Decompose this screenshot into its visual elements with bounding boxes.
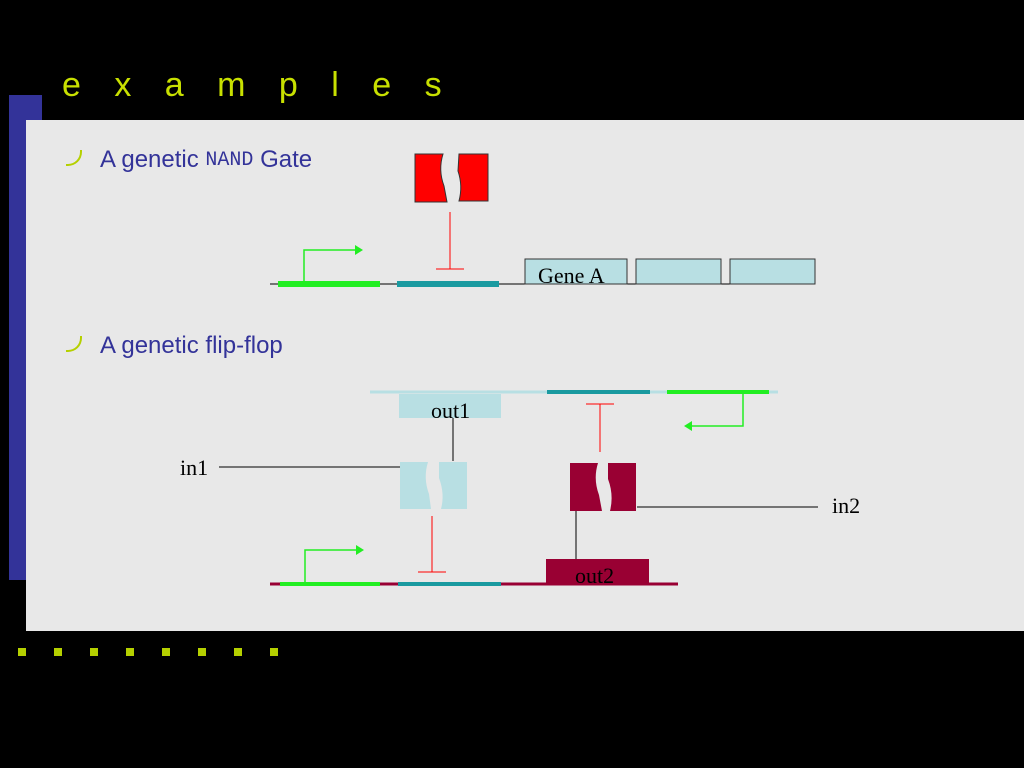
in1-label: in1	[180, 455, 208, 480]
repressor1-right	[439, 462, 467, 509]
nand-code-text: NAND	[205, 148, 254, 172]
dot	[162, 648, 170, 656]
out1-label: out1	[431, 398, 470, 423]
out1-gene-box	[399, 394, 501, 418]
dot	[270, 648, 278, 656]
dot	[198, 648, 206, 656]
gene-box-3	[729, 258, 816, 285]
in2-label: in2	[832, 493, 860, 518]
bottom-promoter-segment	[280, 582, 380, 586]
gene-box-2	[635, 258, 722, 285]
dot	[18, 648, 26, 656]
decorative-dots	[18, 648, 278, 656]
bottom-promoter-arrow-head	[356, 545, 364, 555]
repressor2-left	[570, 463, 602, 511]
out2-gene-box	[546, 559, 649, 584]
top-promoter-arrow	[692, 394, 744, 427]
nand-gate-diagram: Gene A	[270, 153, 816, 288]
dot	[54, 648, 62, 656]
repressor-protein-right	[457, 153, 489, 202]
repressor2-right	[608, 463, 636, 511]
top-promoter-segment	[667, 390, 769, 394]
dot	[234, 648, 242, 656]
content-panel	[26, 120, 1024, 631]
dot	[126, 648, 134, 656]
top-operator-segment	[547, 390, 650, 394]
promoter-arrow-head	[355, 245, 363, 255]
promoter-arrow	[303, 249, 355, 281]
out2-label: out2	[575, 563, 614, 588]
dot	[90, 648, 98, 656]
bullet-nand-gate: A genetic NAND Gate	[66, 146, 312, 174]
bottom-operator-segment	[398, 582, 501, 586]
repressor1-left	[400, 462, 431, 509]
promoter-segment	[278, 281, 380, 287]
slide-title: e x a m p l e s	[62, 66, 454, 104]
bullet-suffix: Gate	[260, 146, 313, 173]
gene-a-box	[524, 258, 628, 285]
repressor-protein-left	[414, 153, 448, 203]
bullet-text: A genetic flip-flop	[100, 332, 283, 359]
bottom-promoter-arrow	[304, 549, 356, 582]
top-promoter-arrow-head	[684, 421, 692, 431]
gene-a-label: Gene A	[538, 263, 605, 288]
flip-flop-diagram: out1 in1 in2 out2	[180, 390, 860, 588]
bullet-prefix: A genetic	[100, 146, 199, 173]
operator-segment	[397, 281, 499, 287]
bullet-flip-flop: A genetic flip-flop	[66, 332, 283, 360]
